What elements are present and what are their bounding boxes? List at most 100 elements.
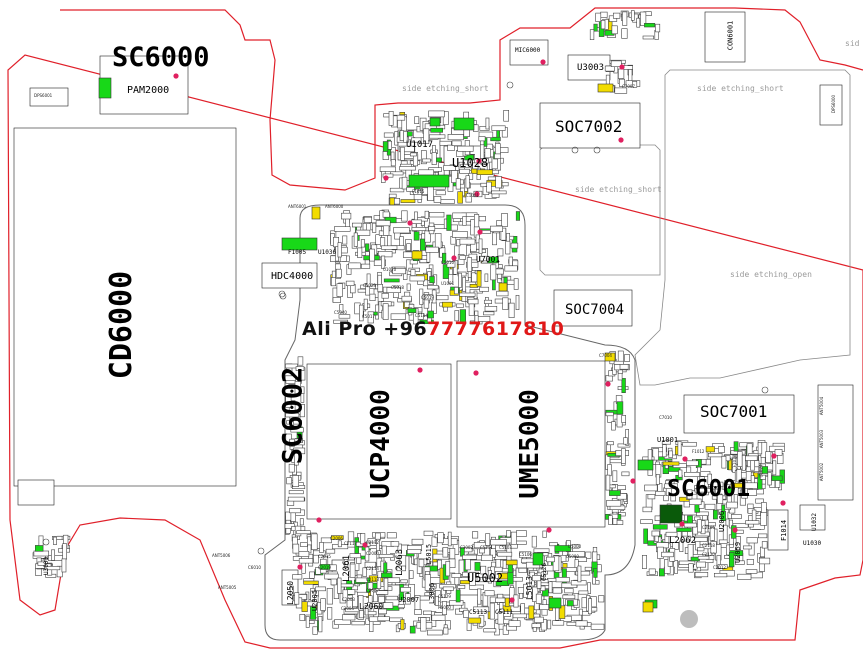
label-sc6002[interactable]: SC6002 (277, 366, 309, 465)
label-u1030[interactable]: U1030 (803, 540, 822, 547)
smd-part (540, 619, 547, 631)
smd-part (342, 589, 348, 602)
smd-part (38, 535, 44, 546)
smd-part (52, 535, 63, 540)
label-soc7004[interactable]: SOC7004 (565, 302, 625, 318)
smd-part (489, 602, 495, 620)
label-pam2000[interactable]: PAM2000 (127, 85, 170, 96)
smd-part (385, 595, 398, 601)
smd-part (455, 589, 461, 603)
smd-part (759, 546, 765, 558)
smd-part (510, 242, 519, 249)
label-u1036[interactable]: U1036 (318, 249, 337, 256)
label-c2004: C2004 (341, 606, 354, 611)
smd-part (642, 506, 653, 513)
smd-part (410, 137, 422, 143)
smd-part (388, 111, 394, 126)
smd-part (575, 570, 591, 576)
watermark: Ali Pro +967777617810 (302, 320, 564, 339)
smd-part (552, 587, 562, 594)
smd-part (294, 449, 299, 466)
smd-part (688, 498, 702, 505)
label-c5113[interactable]: C5113 (469, 609, 488, 616)
smd-part (451, 573, 461, 578)
smd-part (655, 473, 660, 485)
smd-part (595, 12, 602, 22)
smd-part (446, 604, 454, 611)
smd-part (686, 460, 699, 466)
smd-part (431, 536, 438, 547)
smd-part (661, 440, 672, 445)
label-u2006[interactable]: U2006 (718, 510, 727, 533)
label-con6001[interactable]: CON6001 (726, 20, 735, 51)
label-l2050[interactable]: L2050 (286, 580, 296, 606)
label-l5015[interactable]: L5015 (425, 543, 434, 566)
smd-part (424, 574, 431, 591)
smd-part (363, 216, 373, 223)
label-ume5000[interactable]: UME5000 (514, 389, 545, 499)
label-u3000[interactable]: U3000 (43, 556, 51, 576)
label-l3006[interactable]: L3006 (428, 582, 437, 605)
label-u3003[interactable]: U3003 (577, 63, 605, 73)
label-l5013[interactable]: L5013 (525, 575, 535, 601)
smd-part (418, 558, 425, 568)
label-l2063[interactable]: L2063 (395, 548, 406, 577)
u1032-body (799, 504, 826, 531)
label-f1005[interactable]: F1005 (288, 249, 307, 256)
smd-part (606, 500, 622, 507)
label-c2015: C2015 (318, 554, 331, 559)
label-sc6001[interactable]: SC6001 (667, 476, 751, 502)
label-u5002[interactable]: U5002 (467, 571, 504, 585)
label-u1017[interactable]: U1017 (406, 140, 434, 150)
smd-part (535, 593, 543, 604)
label-c2113: C2113 (366, 577, 379, 582)
smd-part (506, 530, 511, 538)
smd-part (364, 605, 369, 616)
label-u2007[interactable]: U2007 (398, 596, 420, 604)
label-mic6000[interactable]: MIC6000 (515, 47, 541, 54)
label-dps6001: DPS6001 (34, 93, 53, 98)
smd-part (707, 452, 723, 458)
smd-part (619, 364, 629, 370)
label-l2062[interactable]: L2062 (669, 536, 697, 546)
smd-part (468, 303, 475, 316)
smd-part (468, 253, 478, 261)
smd-part (428, 110, 445, 118)
label-c1001: C1001 (466, 193, 479, 198)
smd-part (378, 595, 385, 603)
smd-part (284, 375, 296, 381)
smd-part (285, 363, 298, 369)
label-u1001[interactable]: U1001 (657, 436, 679, 444)
smd-part (717, 494, 724, 504)
label-soc7002[interactable]: SOC7002 (555, 117, 623, 136)
label-ucp4000[interactable]: UCP4000 (365, 389, 396, 499)
label-f1014[interactable]: F1014 (780, 519, 789, 542)
smd-part (704, 503, 716, 510)
label-u7001[interactable]: U7001 (476, 255, 501, 264)
label-u1032[interactable]: U1032 (811, 512, 819, 532)
label-u2005[interactable]: U2005 (311, 589, 320, 612)
test-pad (407, 220, 413, 226)
smd-part (717, 564, 728, 569)
smd-part (422, 158, 431, 163)
smd-part (496, 290, 509, 297)
label-soc7001[interactable]: SOC7001 (700, 402, 768, 421)
label-u2059[interactable]: U2059 (734, 541, 743, 564)
label-hdc4000[interactable]: HDC4000 (271, 271, 314, 282)
smd-part (718, 446, 725, 453)
label-c5126[interactable]: C5126 (541, 562, 549, 582)
smd-part (401, 176, 408, 190)
test-pad (316, 517, 322, 523)
label-c5106: C5106 (519, 552, 532, 557)
label-ant6000: ANT6000 (325, 204, 344, 209)
label-cd6000[interactable]: CD6000 (104, 270, 140, 380)
label-sc6000[interactable]: SC6000 (112, 42, 210, 73)
smd-part (678, 469, 683, 478)
label-c5019: C5019 (421, 295, 434, 300)
label-l2060[interactable]: L2060 (359, 602, 384, 611)
label-u1028[interactable]: U1028 (452, 156, 489, 170)
smd-part (720, 510, 726, 521)
label-l2061[interactable]: L2061 (342, 554, 353, 583)
label-c5111[interactable]: C5111 (495, 609, 514, 616)
